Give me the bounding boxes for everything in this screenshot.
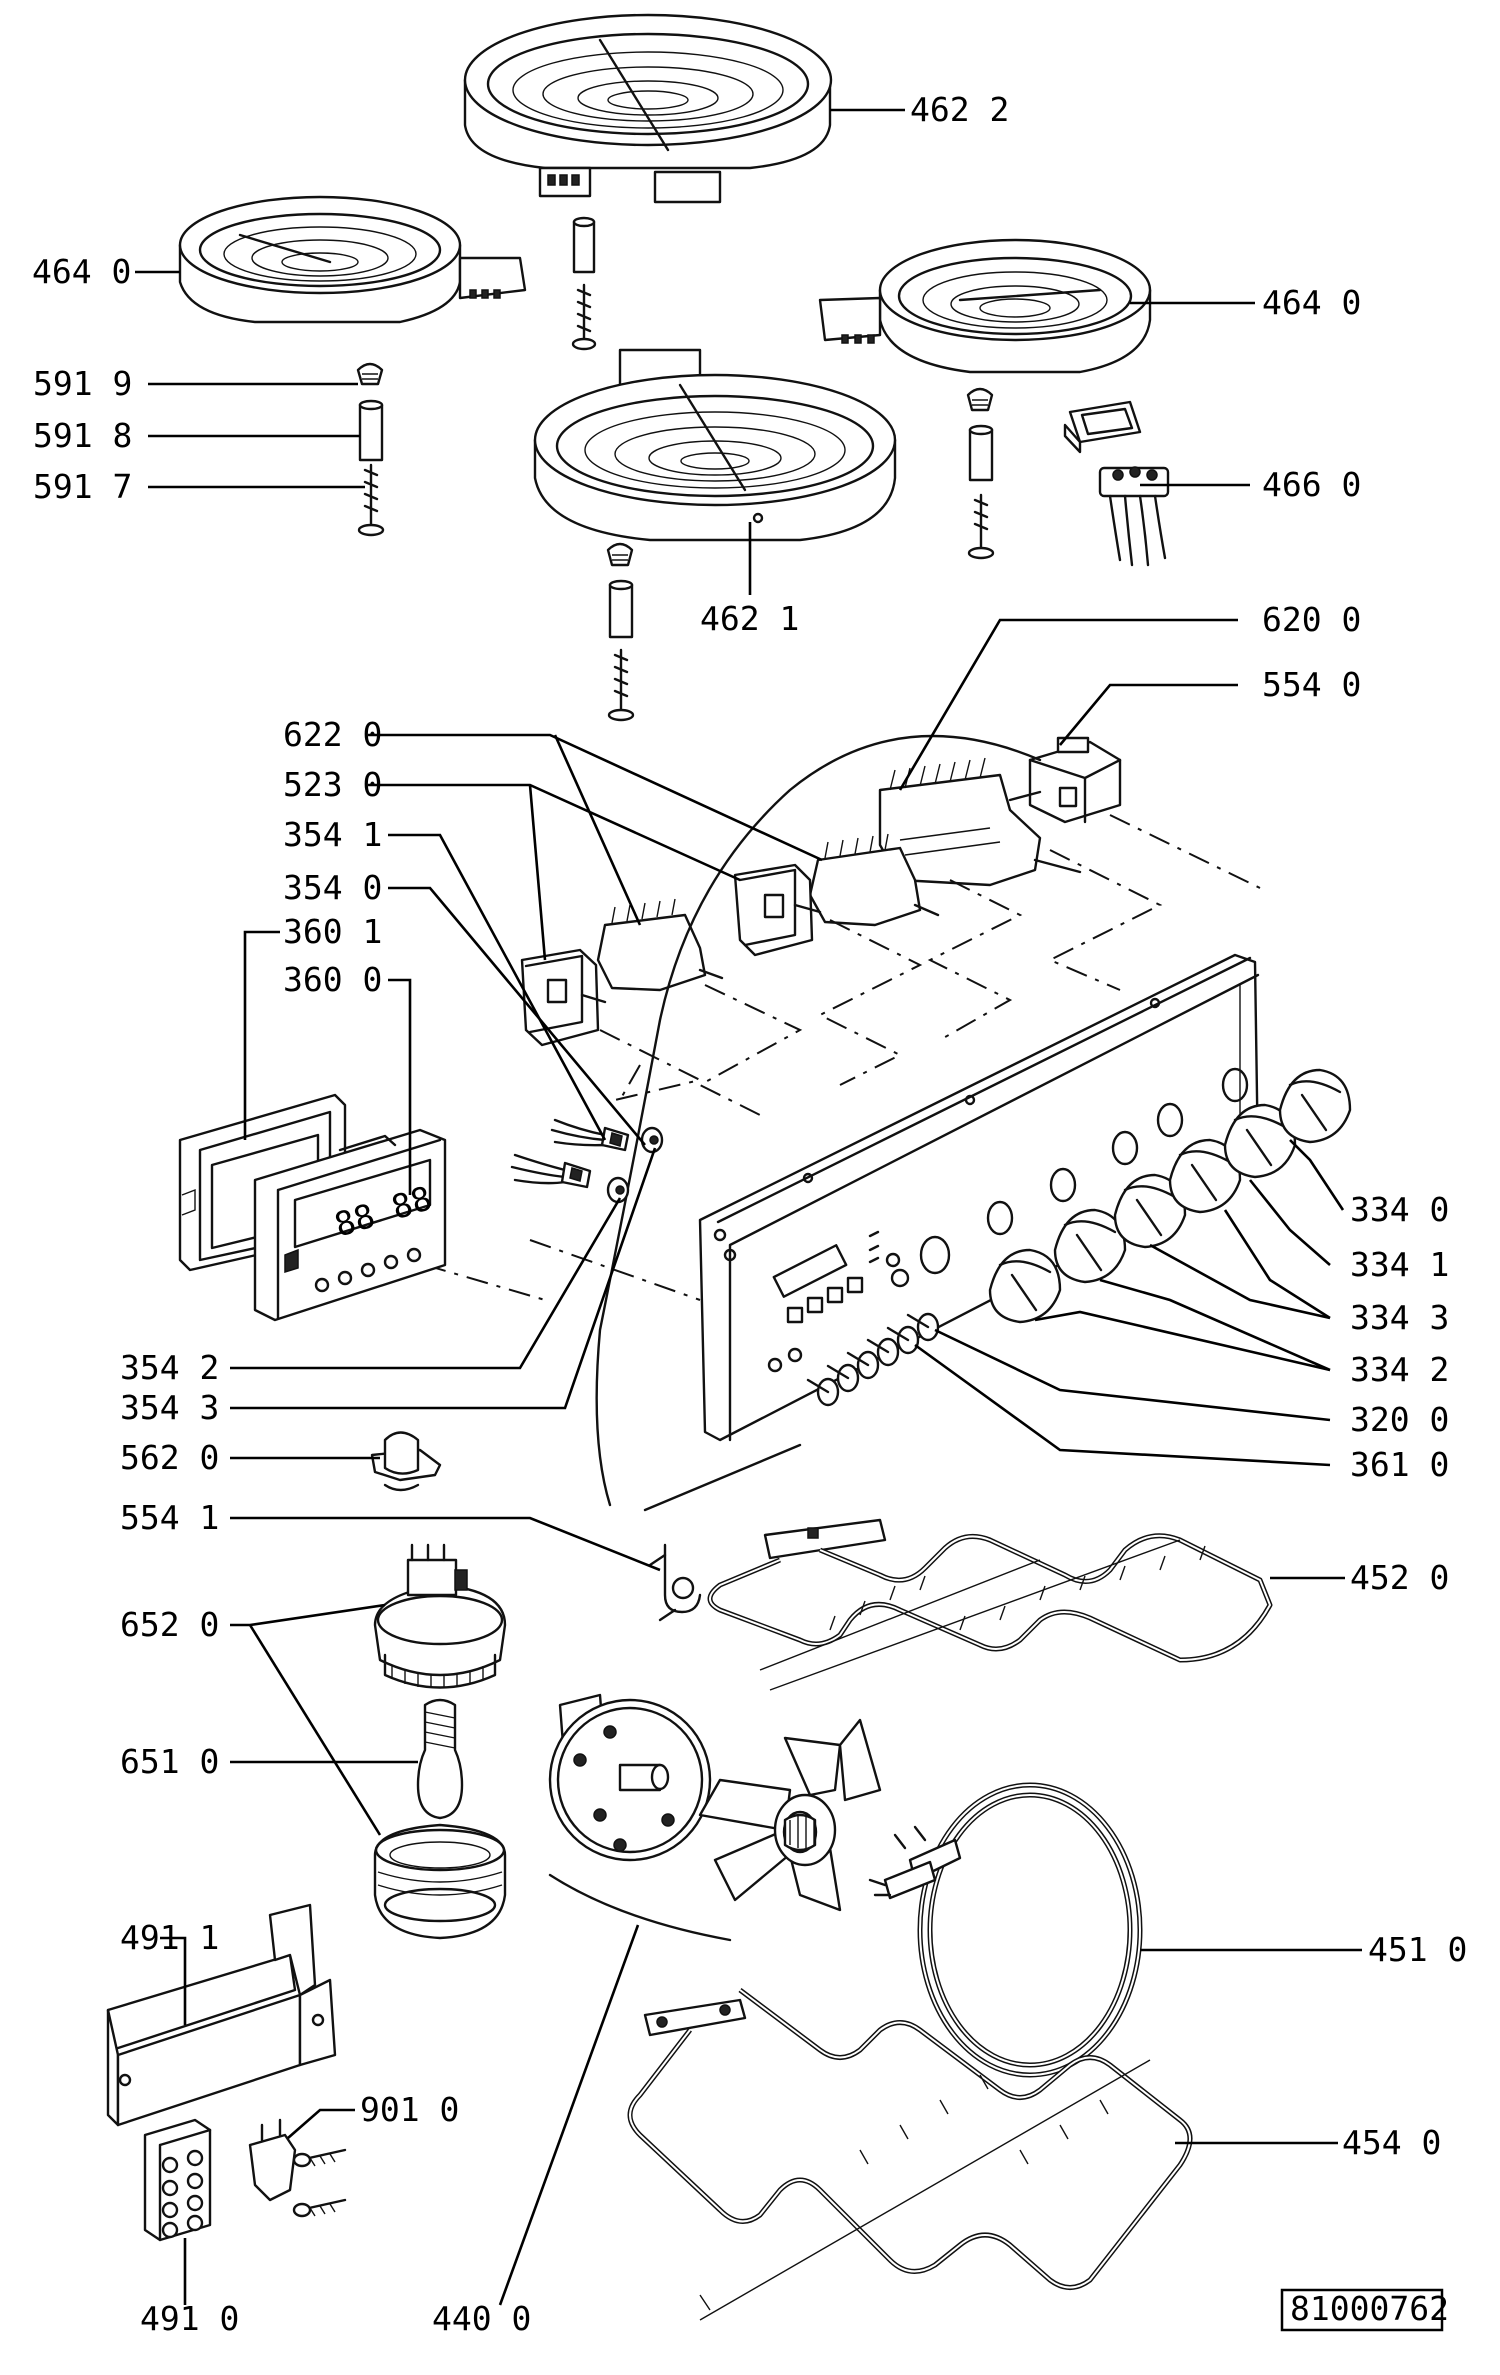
energy-regulator-523-0-left bbox=[520, 948, 607, 1047]
hotplate-464-0-left bbox=[178, 195, 527, 324]
fixing-set-left bbox=[356, 362, 385, 537]
callout-440-0: 440 0 bbox=[432, 2299, 531, 2338]
thermostat-554-0 bbox=[1008, 736, 1122, 824]
oven-lamp-holder-652-0 bbox=[373, 1543, 507, 1689]
callout-491-0: 491 0 bbox=[140, 2299, 239, 2338]
thermal-cutout-562-0 bbox=[370, 1431, 442, 1492]
oven-lamp-cover-652-0 bbox=[373, 1823, 507, 1940]
callout-360-1: 360 1 bbox=[283, 912, 382, 951]
reference-code: 81000762 bbox=[1290, 2289, 1449, 2328]
timer-display-360-0: 88 88 bbox=[253, 1128, 447, 1322]
fixing-set-center bbox=[606, 542, 635, 722]
callout-652-0: 652 0 bbox=[120, 1605, 219, 1644]
callout-354-2: 354 2 bbox=[120, 1348, 219, 1387]
connector-466-0 bbox=[1063, 400, 1170, 567]
callout-462-2: 462 2 bbox=[910, 90, 1009, 129]
oven-lamp-bulb-651-0 bbox=[416, 1698, 464, 1820]
callout-320-0: 320 0 bbox=[1350, 1400, 1449, 1439]
fixing-set-right bbox=[966, 387, 995, 560]
callout-466-0: 466 0 bbox=[1262, 465, 1361, 504]
callout-334-0: 334 0 bbox=[1350, 1190, 1449, 1229]
callout-464-0-right: 464 0 bbox=[1262, 283, 1361, 322]
reference-code-box: 81000762 bbox=[1280, 2288, 1449, 2332]
fixing-set-a bbox=[571, 216, 597, 351]
upper-heating-element-452-0 bbox=[707, 1518, 1273, 1691]
terminal-block-491-0 bbox=[143, 2118, 212, 2242]
callout-554-1: 554 1 bbox=[120, 1498, 219, 1537]
hotplate-462-1 bbox=[533, 348, 897, 542]
knob-334-3-b bbox=[1168, 1138, 1242, 1214]
callout-651-0: 651 0 bbox=[120, 1742, 219, 1781]
selector-switch-622-0-center bbox=[808, 833, 940, 927]
knob-334-2-b bbox=[1113, 1173, 1187, 1249]
callout-591-7: 591 7 bbox=[33, 467, 132, 506]
callout-491-1: 491 1 bbox=[120, 1918, 219, 1957]
callout-464-0-left: 464 0 bbox=[32, 252, 131, 291]
capillary-tube bbox=[595, 734, 1042, 1512]
fan-motor-440-0 bbox=[548, 1693, 732, 1942]
clip-554-1 bbox=[648, 1543, 702, 1622]
energy-regulator-523-0-center bbox=[733, 863, 822, 957]
callout-labels: 462 2 464 0 464 0 591 9 591 8 591 7 466 … bbox=[32, 90, 1467, 2338]
callout-334-1: 334 1 bbox=[1350, 1245, 1449, 1284]
callout-562-0: 562 0 bbox=[120, 1438, 219, 1477]
callout-591-9: 591 9 bbox=[33, 364, 132, 403]
callout-620-0: 620 0 bbox=[1262, 600, 1361, 639]
callout-901-0: 901 0 bbox=[360, 2090, 459, 2129]
selector-switch-622-0-left bbox=[596, 898, 724, 992]
earth-clip-901-0 bbox=[248, 2118, 347, 2218]
callout-360-0: 360 0 bbox=[283, 960, 382, 999]
hotplate-464-0-right bbox=[818, 238, 1152, 374]
callout-334-3: 334 3 bbox=[1350, 1298, 1449, 1337]
circular-heating-element-451-0 bbox=[868, 1782, 1143, 2078]
knob-334-0 bbox=[1278, 1068, 1352, 1144]
hotplate-462-2 bbox=[463, 13, 833, 204]
fan-blade-440-0 bbox=[698, 1718, 882, 1912]
lower-heating-element-454-0 bbox=[627, 1988, 1193, 2321]
callout-591-8: 591 8 bbox=[33, 416, 132, 455]
callout-354-0: 354 0 bbox=[283, 868, 382, 907]
callout-361-0: 361 0 bbox=[1350, 1445, 1449, 1484]
wiring-dash-lines bbox=[339, 814, 1261, 1301]
callout-354-1: 354 1 bbox=[283, 815, 382, 854]
callout-622-0: 622 0 bbox=[283, 715, 382, 754]
callout-334-2: 334 2 bbox=[1350, 1350, 1449, 1389]
callout-451-0: 451 0 bbox=[1368, 1930, 1467, 1969]
bracket-491-1 bbox=[106, 1903, 337, 2127]
push-buttons-361-0 bbox=[806, 1312, 940, 1407]
callout-523-0: 523 0 bbox=[283, 765, 382, 804]
leader-lines bbox=[135, 108, 1362, 2306]
callout-452-0: 452 0 bbox=[1350, 1558, 1449, 1597]
callout-462-1: 462 1 bbox=[700, 599, 799, 638]
callout-454-0: 454 0 bbox=[1342, 2123, 1441, 2162]
knob-334-2-a bbox=[1053, 1208, 1127, 1284]
knob-334-3-a bbox=[988, 1248, 1062, 1324]
control-panel-320-0 bbox=[698, 953, 1260, 1442]
callout-554-0: 554 0 bbox=[1262, 665, 1361, 704]
callout-354-3: 354 3 bbox=[120, 1388, 219, 1427]
